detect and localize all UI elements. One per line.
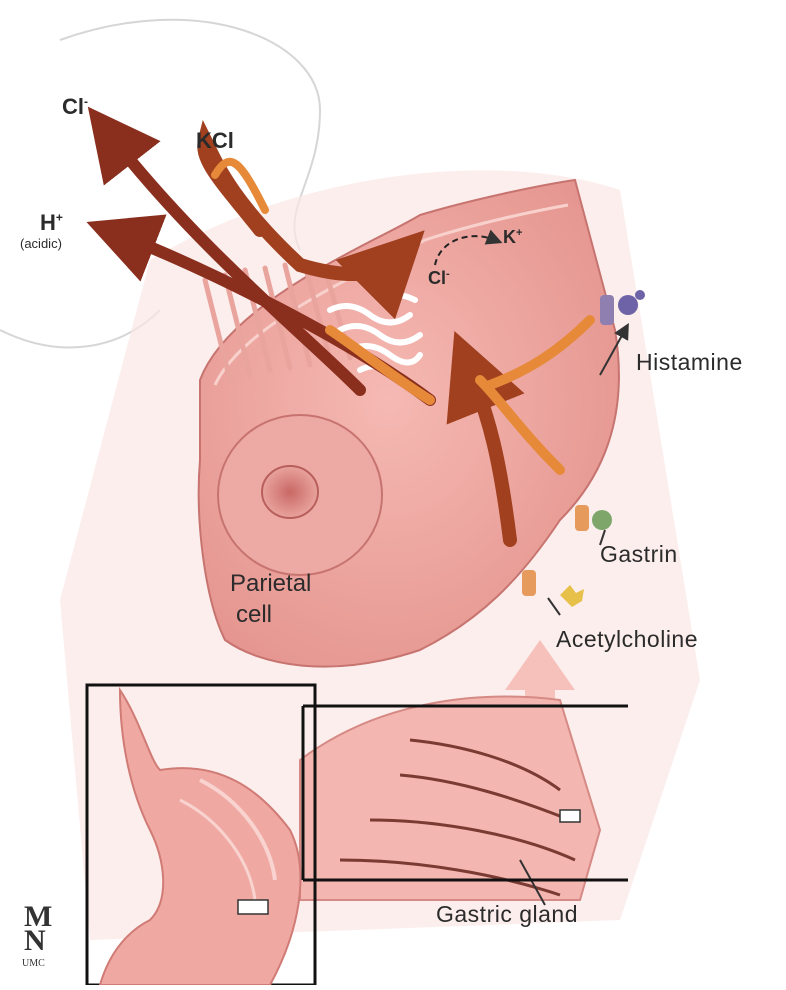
cl-minus-label: Cl- xyxy=(62,94,88,120)
cl-inside-label: Cl- xyxy=(428,268,450,289)
stomach-zoom-marker xyxy=(238,900,268,914)
histamine-label: Histamine xyxy=(636,349,743,376)
watermark-org: UMC xyxy=(22,958,45,969)
k-plus-label: K+ xyxy=(503,227,522,248)
gastrin-label: Gastrin xyxy=(600,541,678,568)
parietal-cell-label-line1: Parietal xyxy=(230,569,311,599)
watermark-logo: MN xyxy=(24,905,54,953)
acidic-label: (acidic) xyxy=(20,236,62,251)
acetylcholine-label: Acetylcholine xyxy=(556,626,698,653)
parietal-cell-label-line2: cell xyxy=(236,600,272,630)
h-plus-label: H+ xyxy=(40,210,63,236)
kcl-label: KCl xyxy=(196,128,234,154)
nucleolus xyxy=(262,466,318,518)
gastric-gland-label: Gastric gland xyxy=(436,901,578,928)
